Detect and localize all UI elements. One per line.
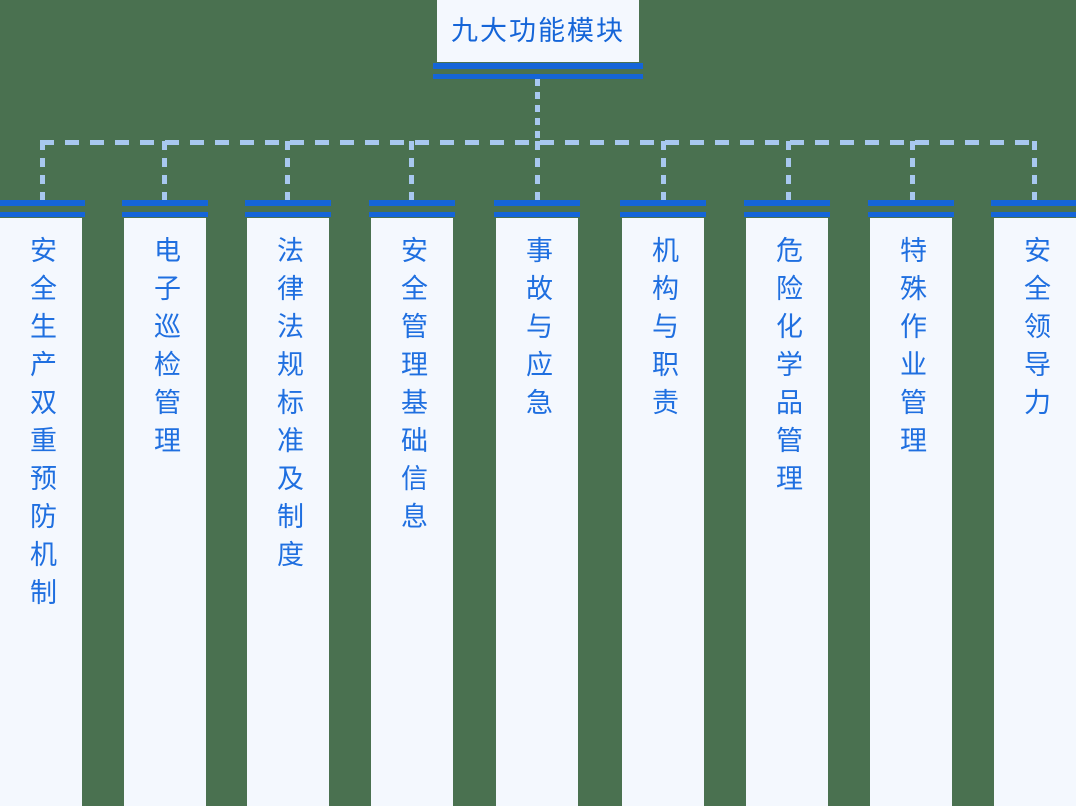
connector-child-3-vertical [285, 141, 290, 201]
node-4-accent-bar-top [369, 200, 455, 206]
node-3-label: 法律法规标准及制度 [273, 236, 303, 578]
node-7-accent-bar-top [744, 200, 830, 206]
connector-child-4-vertical [409, 141, 414, 201]
connector-child-2-vertical [162, 141, 167, 201]
node-1-box: 安全生产双重预防机制 [0, 218, 82, 806]
node-2-label: 电子巡检管理 [150, 236, 180, 464]
node-2-accent-bar-top [122, 200, 208, 206]
node-8-box: 特殊作业管理 [870, 218, 952, 806]
connector-child-7-vertical [786, 141, 791, 201]
node-4-box: 安全管理基础信息 [371, 218, 453, 806]
node-6-box: 机构与职责 [622, 218, 704, 806]
connector-root-vertical [535, 79, 540, 142]
node-5-label: 事故与应急 [522, 236, 552, 426]
node-7-accent-bar-bottom [744, 212, 830, 217]
node-7-label: 危险化学品管理 [772, 236, 802, 502]
node-9-accent-bar-top [991, 200, 1076, 206]
root-node-box: 九大功能模块 [437, 0, 639, 62]
connector-child-5-vertical [535, 141, 540, 201]
root-node-accent-bar-bottom [433, 74, 643, 79]
node-5-accent-bar-bottom [494, 212, 580, 217]
root-node[interactable]: 九大功能模块 [433, 0, 643, 82]
connector-child-9-vertical [1032, 141, 1037, 201]
node-5-accent-bar-top [494, 200, 580, 206]
connector-child-6-vertical [661, 141, 666, 201]
node-9-box: 安全领导力 [994, 218, 1076, 806]
node-8-accent-bar-bottom [868, 212, 954, 217]
connector-child-1-vertical [40, 141, 45, 201]
connector-child-8-vertical [910, 141, 915, 201]
node-8-accent-bar-top [868, 200, 954, 206]
node-7-box: 危险化学品管理 [746, 218, 828, 806]
node-3-accent-bar-top [245, 200, 331, 206]
node-1-accent-bar-bottom [0, 212, 85, 217]
node-4-label: 安全管理基础信息 [397, 236, 427, 540]
node-2-accent-bar-bottom [122, 212, 208, 217]
node-1-accent-bar-top [0, 200, 85, 206]
node-4-accent-bar-bottom [369, 212, 455, 217]
node-1-label: 安全生产双重预防机制 [26, 236, 56, 616]
node-9-label: 安全领导力 [1020, 236, 1050, 426]
node-9-accent-bar-bottom [991, 212, 1076, 217]
node-5-box: 事故与应急 [496, 218, 578, 806]
root-node-label: 九大功能模块 [451, 15, 625, 46]
node-6-accent-bar-top [620, 200, 706, 206]
node-3-accent-bar-bottom [245, 212, 331, 217]
root-node-accent-bar-top [433, 63, 643, 69]
node-6-label: 机构与职责 [648, 236, 678, 426]
node-8-label: 特殊作业管理 [896, 236, 926, 464]
node-2-box: 电子巡检管理 [124, 218, 206, 806]
node-3-box: 法律法规标准及制度 [247, 218, 329, 806]
node-6-accent-bar-bottom [620, 212, 706, 217]
